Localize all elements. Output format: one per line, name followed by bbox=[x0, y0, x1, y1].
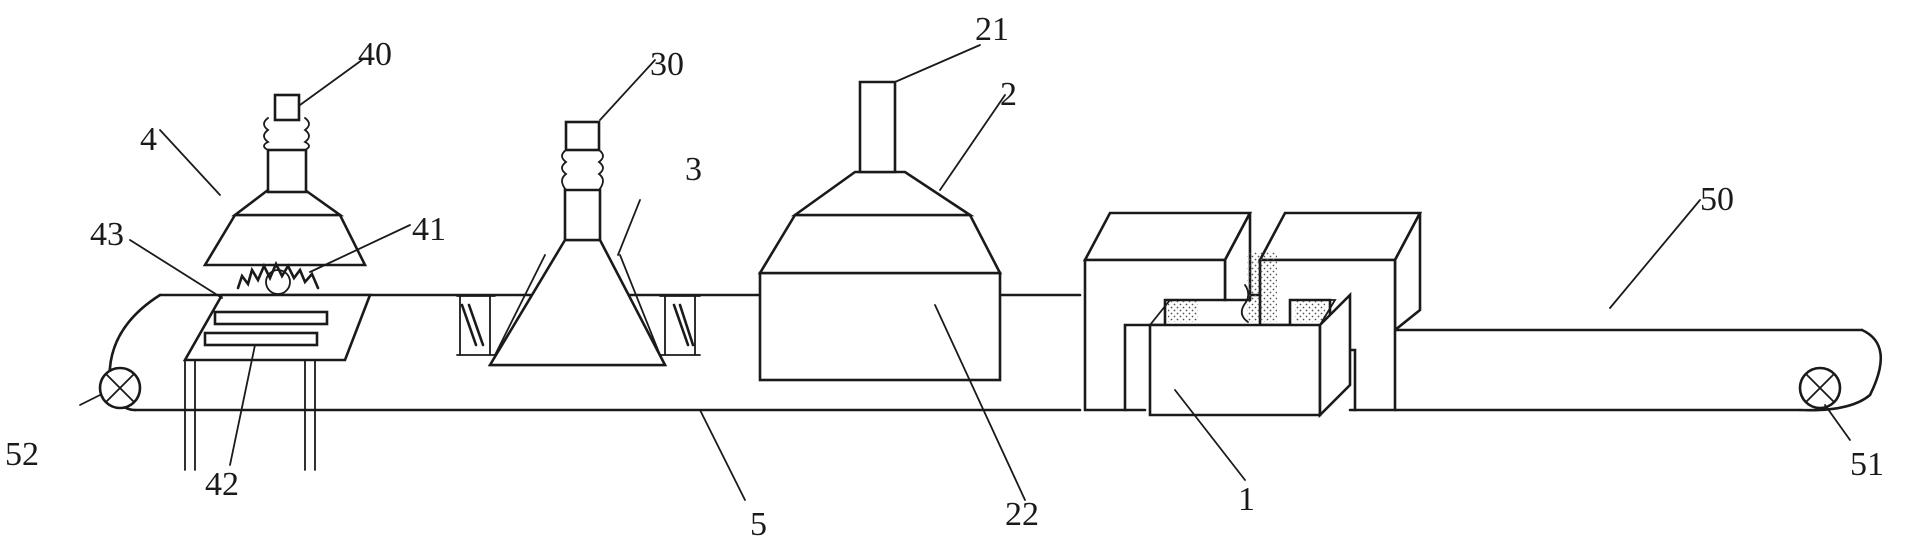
station-2 bbox=[757, 80, 1003, 382]
label-40: 40 bbox=[358, 36, 392, 73]
label-51: 51 bbox=[1850, 446, 1884, 483]
roller-51 bbox=[1798, 366, 1842, 410]
leader-lines bbox=[79, 44, 1851, 501]
label-21: 21 bbox=[975, 11, 1009, 48]
label-5: 5 bbox=[750, 506, 767, 543]
label-52: 52 bbox=[5, 436, 39, 473]
label-43: 43 bbox=[90, 216, 124, 253]
label-1: 1 bbox=[1238, 481, 1255, 518]
label-42: 42 bbox=[205, 466, 239, 503]
label-30: 30 bbox=[650, 46, 684, 83]
station-4 bbox=[182, 93, 372, 471]
roller-52 bbox=[98, 366, 142, 410]
label-2: 2 bbox=[1000, 76, 1017, 113]
station-3 bbox=[456, 120, 701, 367]
reference-numerals: 1 2 3 4 5 21 22 30 40 41 42 43 50 51 52 bbox=[5, 11, 1884, 543]
mold-assembly bbox=[1082, 211, 1423, 419]
label-3: 3 bbox=[685, 151, 702, 188]
label-4: 4 bbox=[140, 121, 157, 158]
label-41: 41 bbox=[412, 211, 446, 248]
label-22: 22 bbox=[1005, 496, 1039, 533]
label-50: 50 bbox=[1700, 181, 1734, 218]
